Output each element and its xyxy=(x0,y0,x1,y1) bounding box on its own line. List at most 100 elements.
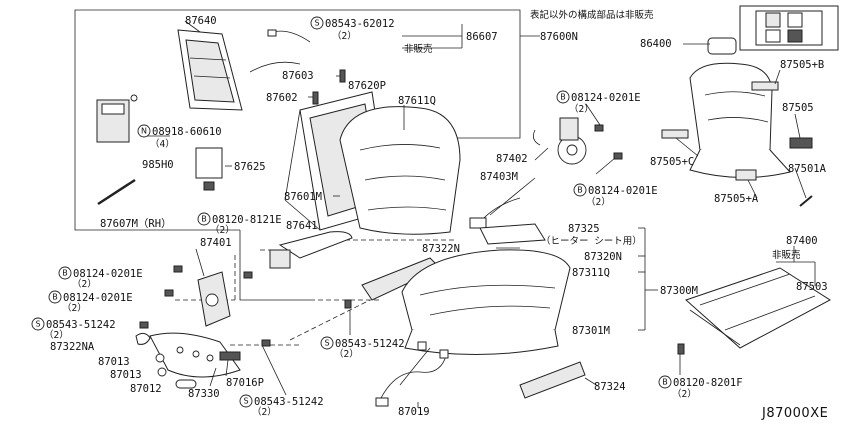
label-87325[interactable]: 87325 xyxy=(568,223,600,235)
part-87501A[interactable] xyxy=(799,195,813,207)
marker-s-08543-62012 xyxy=(310,16,324,30)
label-87505[interactable]: 87505 xyxy=(782,102,814,114)
label-08543-62012-qty: （2） xyxy=(332,30,357,42)
label-08543-51242-b[interactable]: 08543-51242 xyxy=(335,338,405,350)
part-87640-back-board[interactable] xyxy=(177,29,243,111)
part-87505A[interactable] xyxy=(735,169,757,181)
part-86607-headrest-guide[interactable] xyxy=(249,29,311,73)
label-87324[interactable]: 87324 xyxy=(594,381,626,393)
part-87324-strip[interactable] xyxy=(519,361,586,399)
part-87641-lever[interactable] xyxy=(269,231,353,269)
label-87311Q[interactable]: 87311Q xyxy=(572,267,610,279)
label-08124-0201E-a[interactable]: 08124-0201E xyxy=(571,92,641,104)
part-87625-pad[interactable] xyxy=(195,147,223,191)
part-86400-headrest[interactable] xyxy=(707,37,737,55)
label-87505C[interactable]: 87505+C xyxy=(650,156,694,168)
label-08124-0201E-c[interactable]: 08124-0201E xyxy=(73,268,143,280)
label-08120-8201F[interactable]: 08120-8201F xyxy=(673,377,743,389)
marker-text: S xyxy=(35,320,40,329)
label-87501A[interactable]: 87501A xyxy=(788,163,827,175)
label-87330[interactable]: 87330 xyxy=(188,388,220,400)
part-87607M-rod[interactable] xyxy=(97,178,136,206)
part-87505B[interactable] xyxy=(751,81,779,91)
label-87300M[interactable]: 87300M xyxy=(660,285,698,297)
label-87402[interactable]: 87402 xyxy=(496,153,528,165)
label-08124-0201E-d[interactable]: 08124-0201E xyxy=(63,292,133,304)
label-87603[interactable]: 87603 xyxy=(282,70,314,82)
label-08918-60610-qty: （4） xyxy=(150,138,175,150)
part-87325-heater[interactable] xyxy=(479,223,546,245)
label-87322N[interactable]: 87322N xyxy=(422,243,460,255)
label-87640[interactable]: 87640 xyxy=(185,15,217,27)
label-87322NA[interactable]: 87322NA xyxy=(50,341,95,353)
marker-b-08120-8201F xyxy=(658,375,672,389)
part-seat-assembly-view[interactable] xyxy=(689,62,791,179)
label-87013-b[interactable]: 87013 xyxy=(110,369,142,381)
label-87607M[interactable]: 87607M（RH） xyxy=(100,218,172,230)
note-not-for-sale: 表記以外の構成部品は非販売 xyxy=(530,9,654,21)
label-87403M[interactable]: 87403M xyxy=(480,171,518,183)
part-87603-pin[interactable] xyxy=(339,69,346,83)
label-08120-8121E[interactable]: 08120-8121E xyxy=(212,214,282,226)
part-87330-side-cover[interactable] xyxy=(149,332,241,378)
label-08543-62012[interactable]: 08543-62012 xyxy=(325,18,395,30)
part-87505C[interactable] xyxy=(661,129,689,139)
label-87601M[interactable]: 87601M xyxy=(284,191,322,203)
part-87016P-knob[interactable] xyxy=(219,351,241,361)
label-87503[interactable]: 87503 xyxy=(796,281,828,293)
label-87625[interactable]: 87625 xyxy=(234,161,266,173)
label-08543-51242-a[interactable]: 08543-51242 xyxy=(46,319,116,331)
part-87013-a[interactable] xyxy=(155,353,165,363)
part-87400-slide-rails[interactable] xyxy=(685,267,831,349)
label-08543-51242-c[interactable]: 08543-51242 xyxy=(254,396,324,408)
label-08543-51242-c-qty: （2） xyxy=(252,406,277,418)
label-87620P[interactable]: 87620P xyxy=(348,80,386,92)
marker-text: N xyxy=(141,127,147,136)
part-87401-bracket[interactable] xyxy=(197,271,231,327)
label-08124-0201E-c-qty: （2） xyxy=(72,278,97,290)
marker-s-08543-51242-a xyxy=(31,317,45,331)
marker-text: B xyxy=(560,93,566,102)
part-87402-motor[interactable] xyxy=(532,117,587,165)
part-87505[interactable] xyxy=(789,137,813,149)
label-87400[interactable]: 87400 xyxy=(786,235,818,247)
marker-n-08918-60610 xyxy=(137,124,151,138)
label-87012[interactable]: 87012 xyxy=(130,383,162,395)
label-08120-8121E-qty: （2） xyxy=(210,224,235,236)
callout-markers: S N B B B B B S S S B xyxy=(31,16,672,408)
label-08120-8201F-qty: （2） xyxy=(672,388,697,400)
label-87505A[interactable]: 87505+A xyxy=(714,193,759,205)
label-87505B[interactable]: 87505+B xyxy=(780,59,824,71)
part-87012[interactable] xyxy=(175,379,197,389)
label-87301M[interactable]: 87301M xyxy=(572,325,610,337)
label-87320N[interactable]: 87320N xyxy=(584,251,622,263)
marker-text: S xyxy=(243,397,248,406)
bolt-group xyxy=(139,124,685,355)
label-08124-0201E-d-qty: （2） xyxy=(62,302,87,314)
label-87401[interactable]: 87401 xyxy=(200,237,232,249)
label-87602[interactable]: 87602 xyxy=(266,92,298,104)
label-08124-0201E-b[interactable]: 08124-0201E xyxy=(588,185,658,197)
part-87322NA[interactable] xyxy=(135,332,151,345)
label-86400[interactable]: 86400 xyxy=(640,38,672,50)
label-87611Q[interactable]: 87611Q xyxy=(398,95,436,107)
label-87013-a[interactable]: 87013 xyxy=(98,356,130,368)
part-87602-pin[interactable] xyxy=(312,91,319,105)
part-87611Q-back-cushion[interactable] xyxy=(339,106,461,235)
marker-s-08543-51242-c xyxy=(239,394,253,408)
label-87325-note: （ヒーター シート用） xyxy=(541,235,642,247)
part-87403M-cable[interactable] xyxy=(469,197,521,229)
part-87013-b[interactable] xyxy=(157,367,167,377)
part-87300M-seat-cushion[interactable] xyxy=(401,249,571,356)
label-87600N[interactable]: 87600N xyxy=(540,31,578,43)
label-08918-60610[interactable]: 08918-60610 xyxy=(152,126,222,138)
part-985H0-module[interactable] xyxy=(96,94,138,143)
part-87019-harness[interactable] xyxy=(375,341,449,407)
label-87641[interactable]: 87641 xyxy=(286,220,318,232)
label-86607[interactable]: 86607 xyxy=(466,31,498,43)
label-985H0[interactable]: 985H0 xyxy=(142,159,174,171)
label-08543-51242-b-qty: （2） xyxy=(334,348,359,360)
label-87019[interactable]: 87019 xyxy=(398,406,430,418)
label-87016P[interactable]: 87016P xyxy=(226,377,264,389)
